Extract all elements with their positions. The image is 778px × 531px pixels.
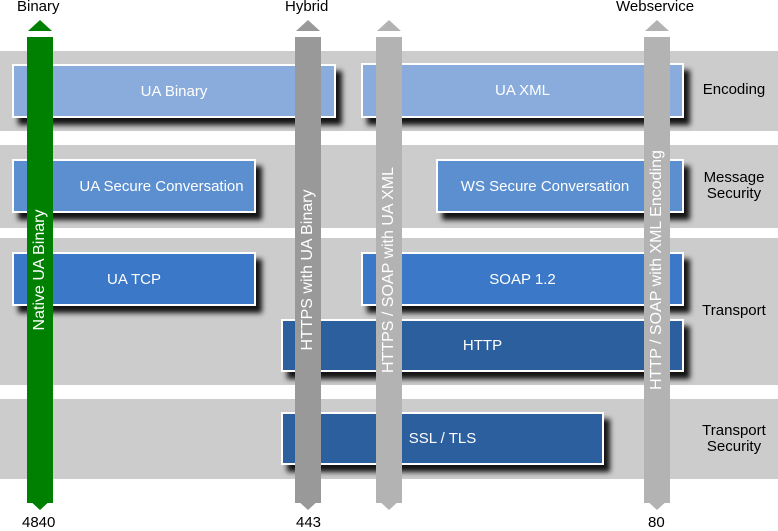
column-label-webservice: Webservice — [616, 0, 695, 15]
layer-label-encoding: Encoding — [702, 81, 766, 98]
column-label-binary: Binary — [17, 0, 60, 15]
arrow-up-icon — [28, 20, 52, 31]
box-label: UA Binary — [140, 82, 208, 100]
layer-label-line: Message — [703, 169, 765, 186]
arrow-down-icon — [28, 499, 52, 510]
box-ws-secure-conversation: WS Secure Conversation — [436, 159, 684, 213]
column-label-hybrid: Hybrid — [285, 0, 329, 15]
layer-label-message-security: Message Security — [690, 170, 778, 202]
arrow-down-icon — [377, 499, 401, 510]
pillar-label: HTTPS / SOAP with UA XML — [380, 167, 397, 373]
pillar-label: HTTP / SOAP with XML Encoding — [648, 150, 665, 390]
pillar-https-ua-binary: HTTPS with UA Binary — [295, 37, 321, 503]
layer-label-transport-security: Transport Security — [690, 423, 778, 455]
box-ssl-tls: SSL / TLS — [281, 412, 604, 465]
port-label-native: 4840 — [22, 514, 56, 531]
arrow-down-icon — [645, 499, 669, 510]
box-label: UA XML — [494, 82, 551, 99]
pillar-label: HTTPS with UA Binary — [299, 189, 316, 351]
arrow-up-icon — [645, 20, 669, 31]
pillar-native-ua-binary: Native UA Binary — [27, 37, 53, 503]
box-label: UA Secure Conversation — [79, 177, 244, 195]
box-http: HTTP — [281, 319, 684, 372]
arrow-down-icon — [296, 499, 320, 510]
box-label: SSL / TLS — [408, 430, 477, 447]
box-soap: SOAP 1.2 — [361, 252, 684, 306]
arrow-up-icon — [296, 20, 320, 31]
pillar-label: Native UA Binary — [31, 209, 48, 331]
box-label: WS Secure Conversation — [460, 177, 630, 195]
box-ua-binary: UA Binary — [12, 64, 336, 118]
box-label: SOAP 1.2 — [489, 270, 556, 288]
layer-label-line: Transport — [702, 422, 766, 439]
layer-label-transport: Transport — [702, 302, 766, 319]
layer-label-line: Security — [706, 438, 762, 455]
pillar-http-soap-xml: HTTP / SOAP with XML Encoding — [644, 37, 670, 503]
box-label: HTTP — [462, 337, 503, 354]
pillar-https-soap-ua-xml: HTTPS / SOAP with UA XML — [376, 37, 402, 503]
port-label-https: 443 — [296, 514, 322, 531]
port-label-http: 80 — [648, 514, 665, 531]
box-label: UA TCP — [107, 270, 161, 288]
arrow-up-icon — [377, 20, 401, 31]
box-ua-xml: UA XML — [361, 63, 684, 118]
layer-label-line: Security — [706, 185, 762, 202]
